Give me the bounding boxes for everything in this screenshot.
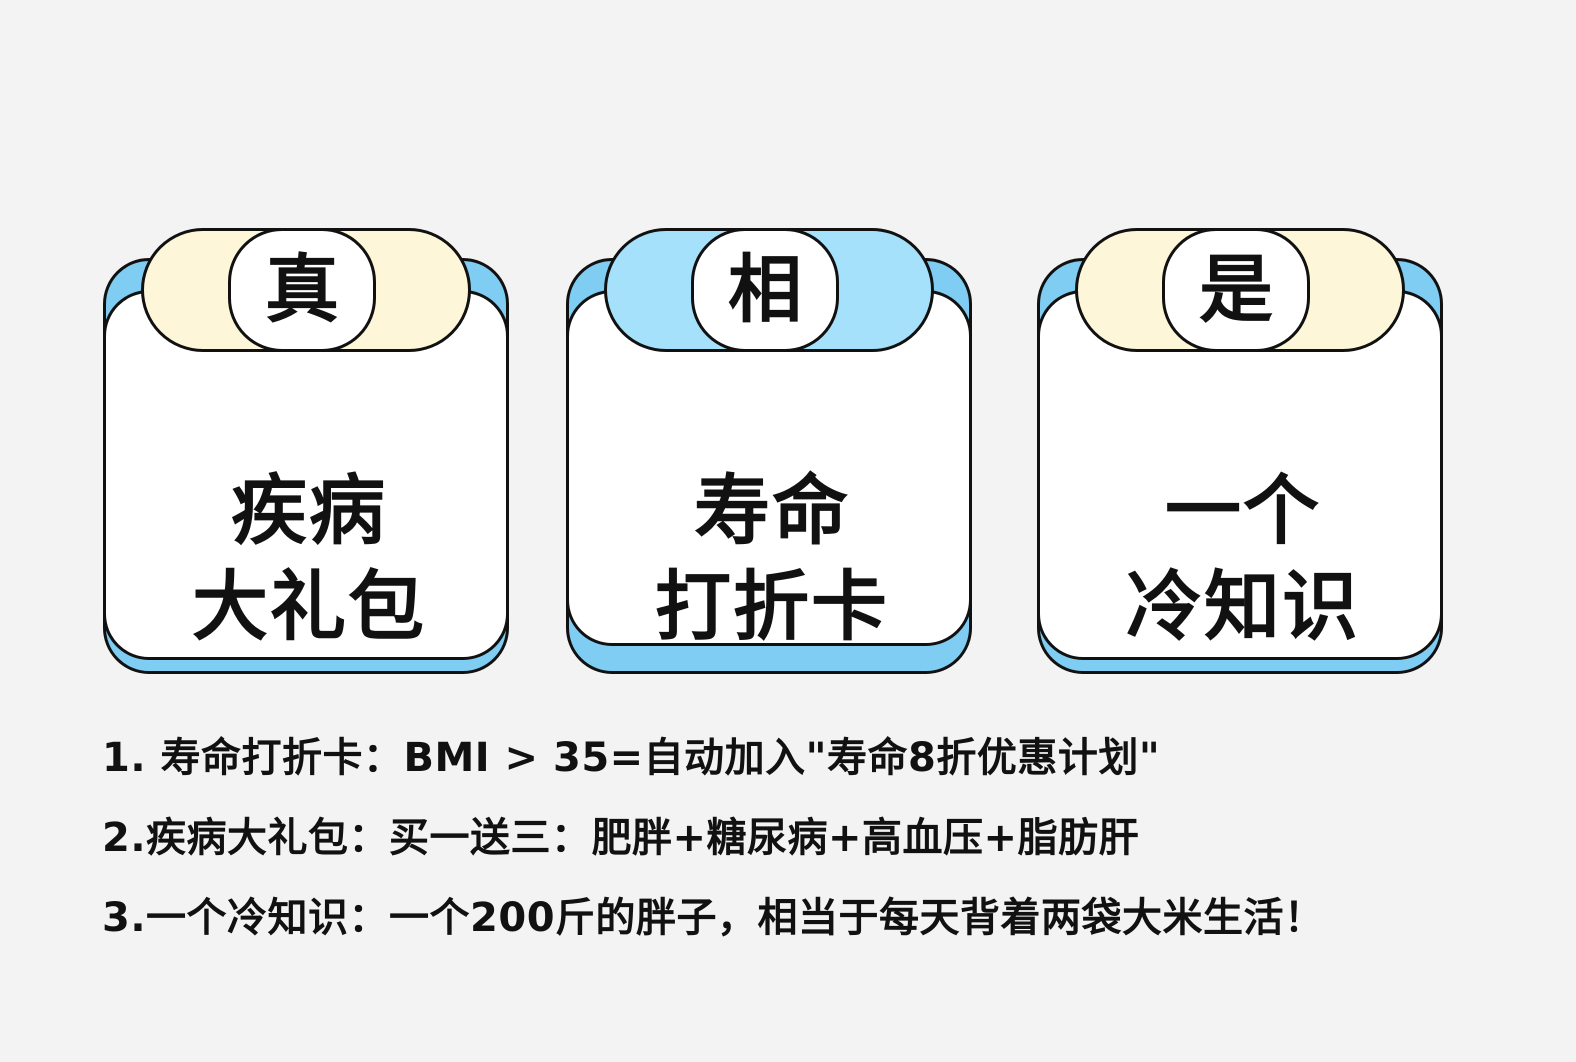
card-title-line2: 打折卡 [655, 562, 889, 651]
card-title: 疾病 大礼包 [106, 463, 512, 655]
card-title-line2: 冷知识 [1126, 562, 1360, 651]
card-title-line1: 疾病 [231, 466, 387, 555]
card-title-line2: 大礼包 [192, 562, 426, 651]
card-title: 一个 冷知识 [1040, 463, 1446, 655]
card-title: 寿命 打折卡 [569, 463, 975, 655]
note-line-3: 3.一个冷知识：一个200斤的胖子，相当于每天背着两袋大米生活！ [102, 895, 1325, 941]
card-badge: 是 [1162, 228, 1310, 352]
card-life-discount: 寿命 打折卡 相 [566, 228, 976, 674]
notes-list: 1. 寿命打折卡：BMI > 35=自动加入"寿命8折优惠计划" 2.疾病大礼包… [102, 718, 1542, 958]
note-line-1: 1. 寿命打折卡：BMI > 35=自动加入"寿命8折优惠计划" [102, 735, 1161, 781]
card-disease-gift: 疾病 大礼包 真 [103, 228, 513, 674]
card-badge: 相 [691, 228, 839, 352]
card-cold-knowledge: 一个 冷知识 是 [1037, 228, 1447, 674]
card-badge: 真 [228, 228, 376, 352]
note-line-2: 2.疾病大礼包：买一送三：肥胖+糖尿病+高血压+脂肪肝 [102, 815, 1140, 861]
card-title-line1: 寿命 [694, 466, 850, 555]
card-title-line1: 一个 [1165, 466, 1321, 555]
